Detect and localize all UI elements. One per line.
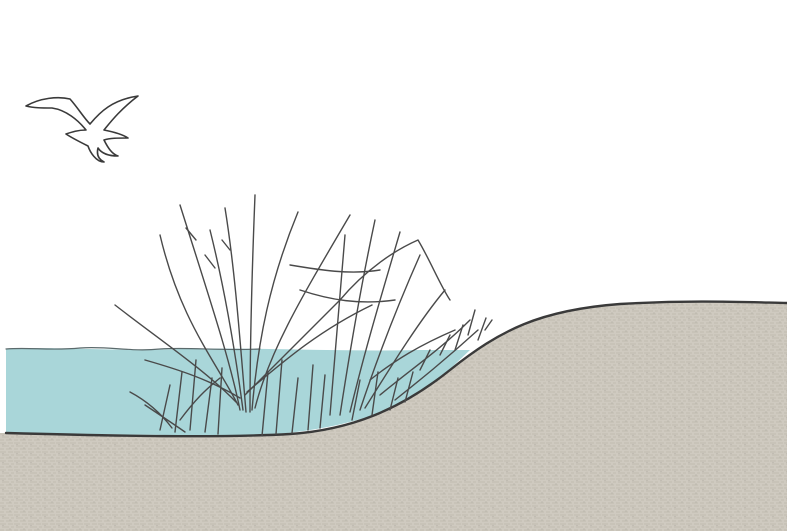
pond-illustration	[0, 0, 787, 531]
